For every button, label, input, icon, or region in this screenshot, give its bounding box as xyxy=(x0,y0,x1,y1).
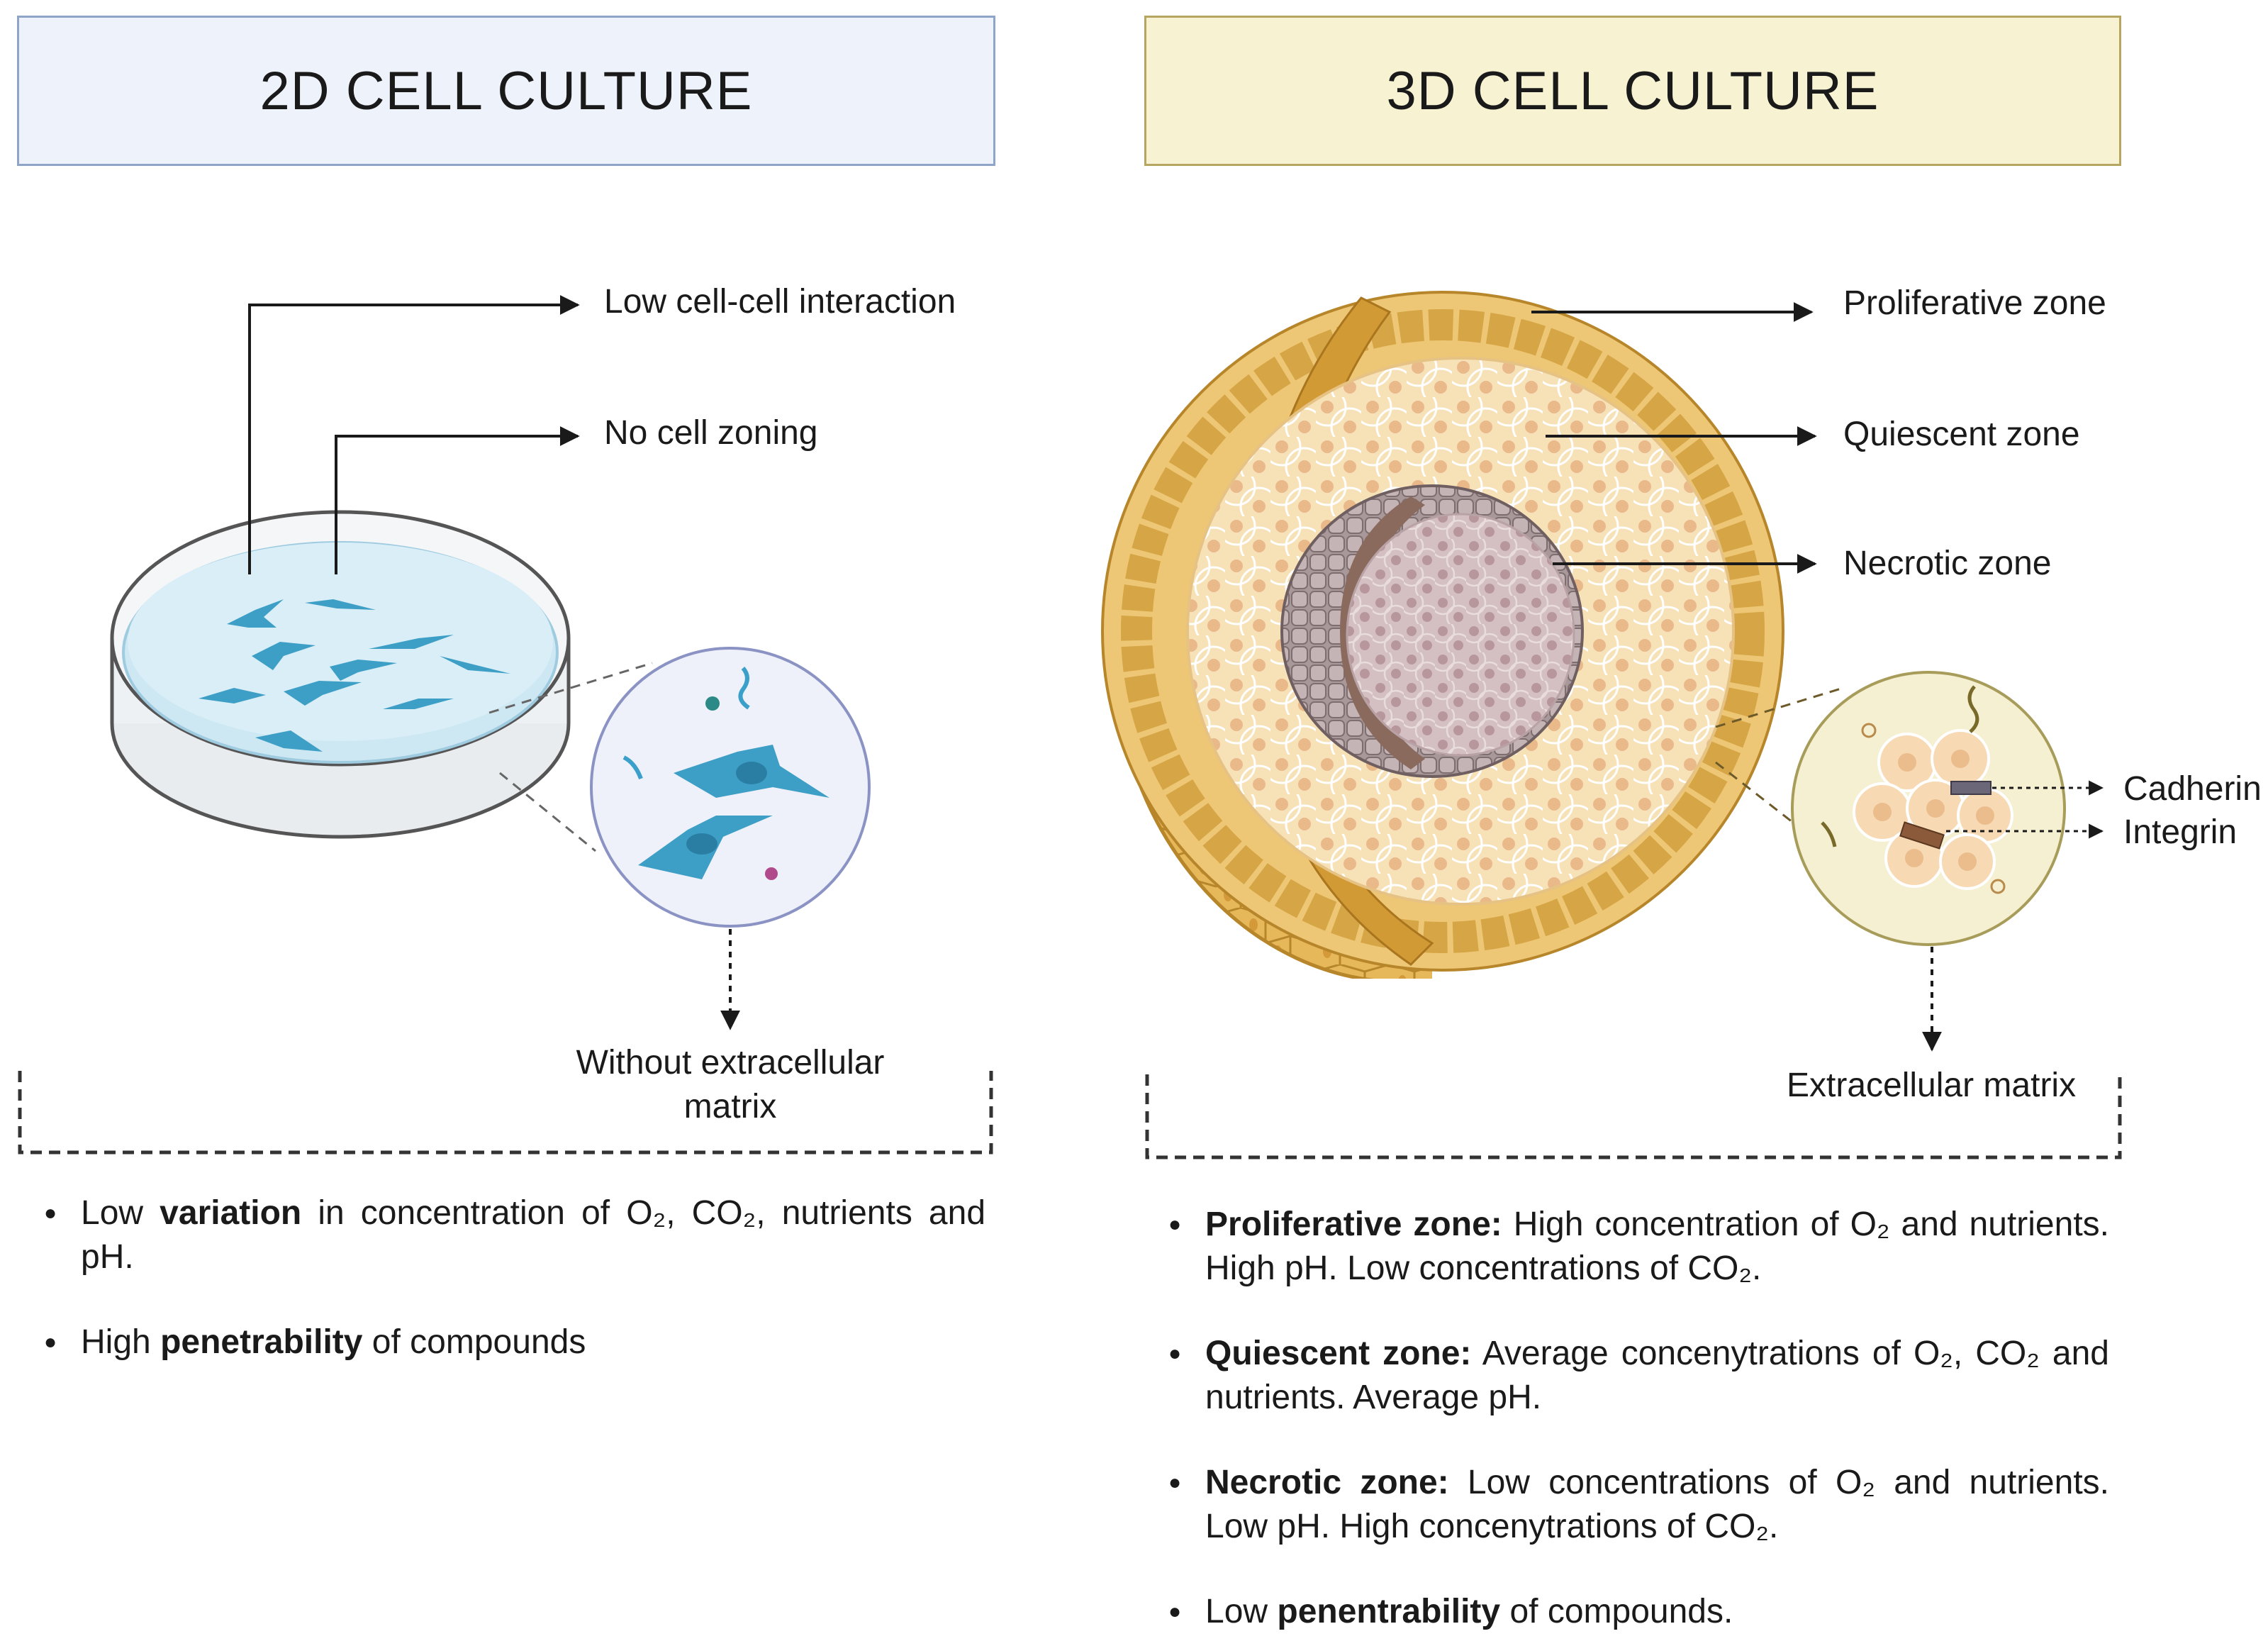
bullet-3d-penentrability: Low penentrability of compounds. xyxy=(1163,1590,2109,1634)
zoom-circle-3d xyxy=(1791,671,2104,1052)
label-quiescent-zone: Quiescent zone xyxy=(1843,416,2080,453)
integrin-icon xyxy=(1899,821,1945,850)
bullet-list-2d: Low variation in concentration of O₂, CO… xyxy=(38,1191,985,1364)
bullet-list-3d: Proliferative zone: High concentration o… xyxy=(1163,1203,2109,1634)
spheroid xyxy=(1101,291,1844,979)
label-proliferative-zone: Proliferative zone xyxy=(1843,284,2106,322)
cadherin-icon xyxy=(1950,781,1992,795)
label-necrotic-zone: Necrotic zone xyxy=(1843,545,2052,582)
label-without-ecm: Without extracellular matrix xyxy=(539,1041,922,1129)
bracket-3d xyxy=(1145,1074,2122,1159)
header-3d-cell-culture: 3D CELL CULTURE xyxy=(1144,16,2121,166)
cells-2d xyxy=(199,599,510,752)
label-extracellular-matrix: Extracellular matrix xyxy=(1787,1067,2077,1104)
bullet-3d-quiescent: Quiescent zone: Average concenytrations … xyxy=(1163,1332,2109,1420)
header-2d-cell-culture: 2D CELL CULTURE xyxy=(17,16,995,166)
label-integrin: Integrin xyxy=(2123,813,2238,851)
label-low-cell-interaction: Low cell-cell interaction xyxy=(604,283,956,321)
label-cadherin: Cadherin xyxy=(2123,770,2262,808)
bracket-2d xyxy=(18,1071,993,1155)
label-no-cell-zoning: No cell zoning xyxy=(604,414,818,452)
bullet-3d-proliferative: Proliferative zone: High concentration o… xyxy=(1163,1203,2109,1291)
label-without-ecm-line2: matrix xyxy=(683,1088,777,1125)
bullet-3d-necrotic: Necrotic zone: Low concentrations of O₂ … xyxy=(1163,1461,2109,1549)
zoom-circle-2d xyxy=(590,647,871,1030)
bullet-2d-variation: Low variation in concentration of O₂, CO… xyxy=(38,1191,985,1279)
bullet-2d-penetrability: High penetrability of compounds xyxy=(38,1320,985,1364)
petri-dish xyxy=(110,295,653,852)
label-without-ecm-line1: Without extracellular xyxy=(576,1044,885,1081)
